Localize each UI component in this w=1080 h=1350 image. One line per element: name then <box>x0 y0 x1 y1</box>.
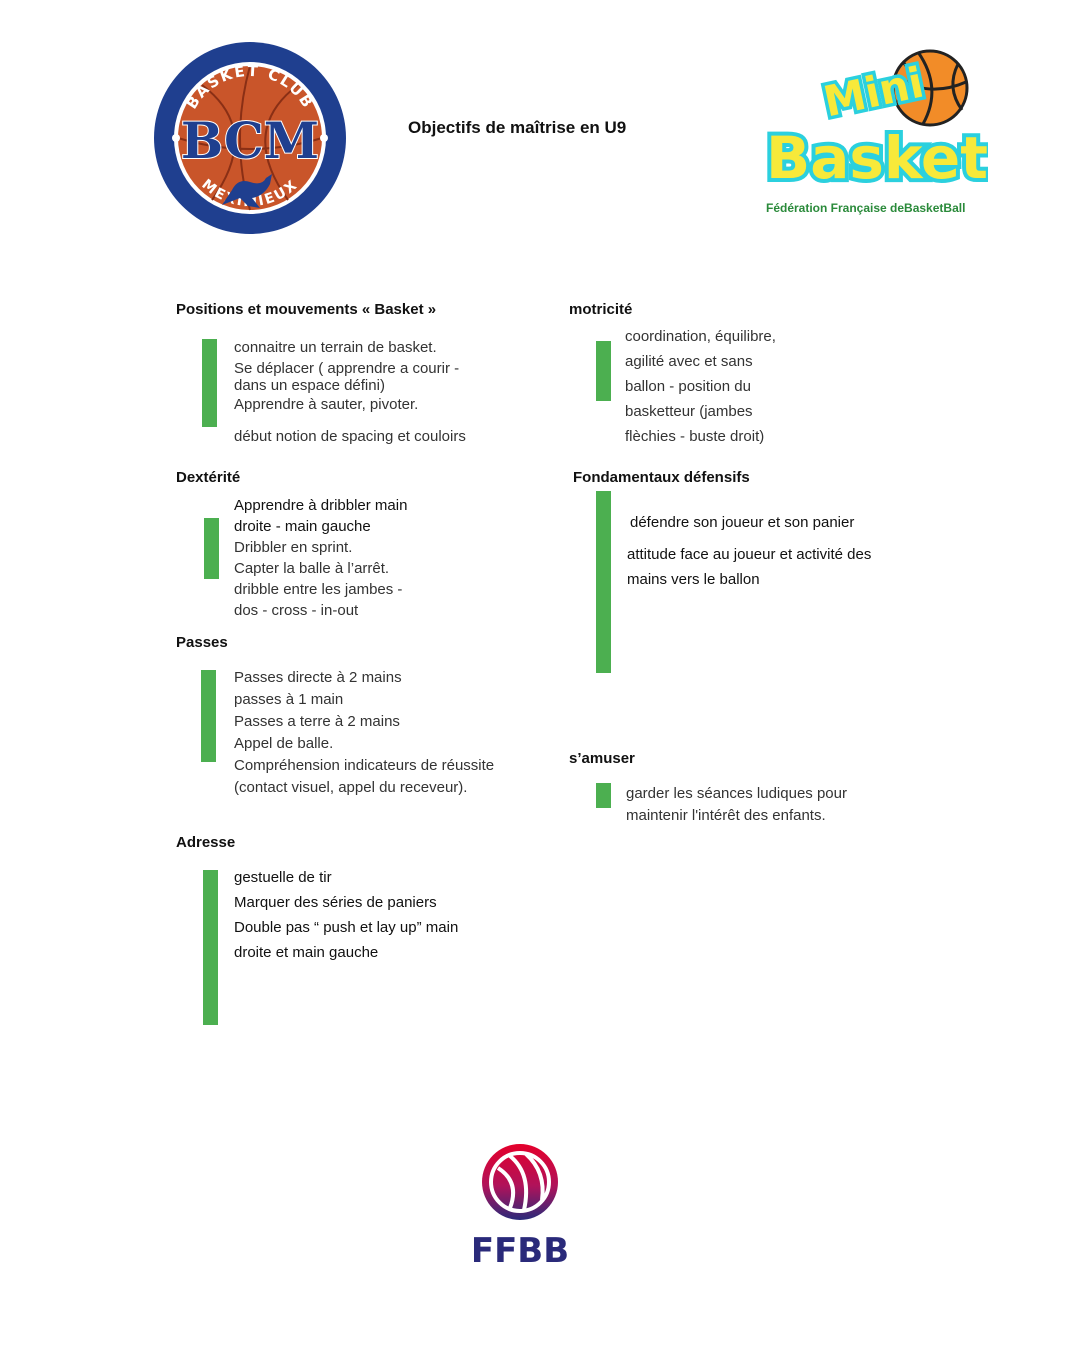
ffbb-logo-text: FFBB <box>471 1231 569 1268</box>
list-item: ballon - position du <box>625 378 751 395</box>
list-item: garder les séances ludiques pour <box>626 785 847 802</box>
accent-bar-defense <box>596 491 611 673</box>
accent-bar-adresse <box>203 870 218 1025</box>
accent-bar-motricite <box>596 341 611 401</box>
list-item: connaitre un terrain de basket. <box>234 339 437 356</box>
section-heading-passes: Passes <box>176 634 228 651</box>
samuser-list: garder les séances ludiques pour mainten… <box>626 783 847 827</box>
list-item: basketteur (jambes <box>625 403 753 420</box>
defense-item-1: défendre son joueur et son panier <box>630 514 855 531</box>
bcm-logo: BASKET CLUB MEXIMIEUX BCM <box>152 40 348 236</box>
list-item: Apprendre à dribbler main <box>234 497 408 514</box>
list-item: mains vers le ballon <box>627 571 760 588</box>
list-item: Marquer des séries de paniers <box>234 894 437 911</box>
accent-bar-passes <box>201 670 216 762</box>
minibasket-caption: Fédération Française deBasketBall <box>766 201 965 215</box>
defense-item-2: attitude face au joueur et activité des … <box>627 542 871 592</box>
list-item: attitude face au joueur et activité des <box>627 546 872 563</box>
page-title: Objectifs de maîtrise en U9 <box>408 118 627 137</box>
minibasket-basket-text: Basket <box>766 124 988 192</box>
kangaroo-icon <box>222 174 272 208</box>
list-item: gestuelle de tir <box>234 869 332 886</box>
section-heading-adresse: Adresse <box>176 834 236 851</box>
section-heading-motricite: motricité <box>569 301 633 318</box>
positions-extra: début notion de spacing et couloirs <box>234 428 466 445</box>
list-item: dos - cross - in-out <box>234 602 359 619</box>
passes-list: Passes directe à 2 mains passes à 1 main… <box>234 667 494 799</box>
accent-bar-samuser <box>596 783 611 808</box>
list-item: Double pas “ push et lay up” main <box>234 919 459 936</box>
bcm-logo-initials: BCM <box>181 111 319 170</box>
list-item: coordination, équilibre, <box>625 328 776 345</box>
accent-bar-dexterite <box>204 518 219 579</box>
positions-list: connaitre un terrain de basket. Se dépla… <box>234 337 459 416</box>
list-item: Se déplacer ( apprendre a courir - <box>234 360 460 377</box>
list-item: flèchies - buste droit) <box>625 428 765 445</box>
list-item: Dribbler en sprint. <box>234 539 353 556</box>
basketball-icon <box>891 49 969 127</box>
adresse-list: gestuelle de tir Marquer des séries de p… <box>234 865 458 965</box>
list-item: Passes directe à 2 mains <box>234 669 402 686</box>
section-heading-dexterite: Dextérité <box>176 469 241 486</box>
list-item: Appel de balle. <box>234 735 334 752</box>
list-item: agilité avec et sans <box>625 353 753 370</box>
list-item: Capter la balle à l’arrêt. <box>234 560 390 577</box>
list-item: Compréhension indicateurs de réussite <box>234 757 495 774</box>
ffbb-ball-icon <box>482 1144 558 1220</box>
list-item: droite et main gauche <box>234 944 379 961</box>
list-item: dribble entre les jambes - <box>234 581 403 598</box>
list-item: Passes a terre à 2 mains <box>234 713 400 730</box>
dexterite-list: Apprendre à dribbler main droite - main … <box>234 495 407 621</box>
ffbb-logo: FFBB <box>470 1138 570 1271</box>
list-item: passes à 1 main <box>234 691 344 708</box>
list-item: Apprendre à sauter, pivoter. <box>234 396 419 413</box>
section-heading-samuser: s’amuser <box>569 750 635 767</box>
list-item: dans un espace défini) <box>234 377 385 394</box>
list-item: (contact visuel, appel du receveur). <box>234 779 468 796</box>
minibasket-logo: Mini Basket Fédération Française deBaske… <box>758 48 992 220</box>
section-heading-defense: Fondamentaux défensifs <box>573 469 750 486</box>
list-item: maintenir l'intérêt des enfants. <box>626 807 826 824</box>
list-item: droite - main gauche <box>234 518 371 535</box>
accent-bar-positions <box>202 339 217 427</box>
section-heading-positions: Positions et mouvements « Basket » <box>176 301 437 318</box>
motricite-list: coordination, équilibre, agilité avec et… <box>625 324 776 449</box>
